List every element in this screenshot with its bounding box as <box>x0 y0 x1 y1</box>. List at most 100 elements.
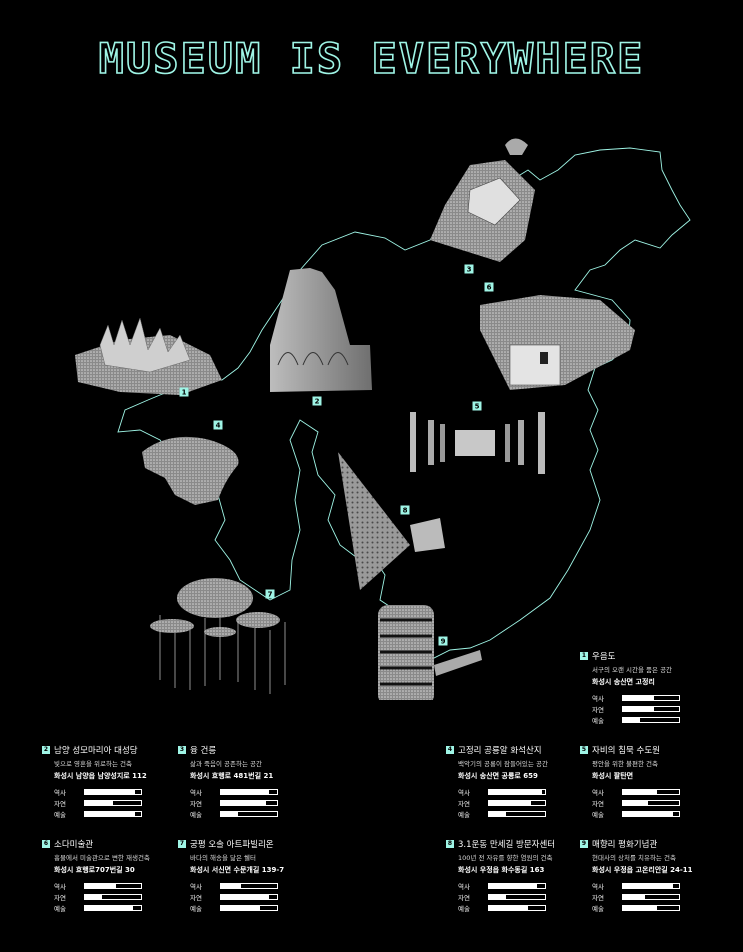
score-row: 역사 <box>592 692 730 703</box>
score-bar-fill <box>623 883 674 888</box>
score-row: 자연 <box>54 891 192 902</box>
place-number: 8 <box>446 840 454 848</box>
score-bar-fill <box>489 894 506 899</box>
score-bar <box>84 788 142 795</box>
map-marker-label: 2 <box>315 398 320 406</box>
score-label: 역사 <box>190 788 202 797</box>
map-marker-label: 9 <box>441 638 446 646</box>
place-description: 흉물에서 미술관으로 변한 재생건축 <box>54 854 150 862</box>
score-bar <box>84 904 142 911</box>
place-description: 100년 전 자유를 향한 염원의 건축 <box>458 854 553 862</box>
place-address: 화성시 우정읍 화수동길 163 <box>458 866 545 874</box>
map-marker-8: 8 <box>400 505 410 515</box>
score-bar <box>84 810 142 817</box>
score-row: 역사 <box>190 786 328 797</box>
score-bar-fill <box>623 800 649 805</box>
place-address: 화성시 남양읍 남양성지로 112 <box>54 772 147 780</box>
score-row: 자연 <box>190 797 328 808</box>
score-row: 역사 <box>458 880 596 891</box>
score-label: 역사 <box>592 788 604 797</box>
map-marker-6: 6 <box>484 282 494 292</box>
place-number: 4 <box>446 746 454 754</box>
map-marker-2: 2 <box>312 396 322 406</box>
score-row: 자연 <box>458 891 596 902</box>
score-bar <box>84 893 142 900</box>
ueumdo-model <box>75 317 222 395</box>
score-bar <box>488 893 546 900</box>
score-label: 자연 <box>592 705 604 714</box>
score-bar-fill <box>221 905 261 910</box>
score-row: 자연 <box>458 797 596 808</box>
score-row: 자연 <box>54 797 192 808</box>
score-label: 자연 <box>592 893 604 902</box>
score-bar <box>84 799 142 806</box>
map-marker-label: 4 <box>216 422 221 430</box>
score-bar <box>622 705 680 712</box>
map-marker-9: 9 <box>438 636 448 646</box>
score-bar <box>220 882 278 889</box>
score-label: 예술 <box>592 904 604 913</box>
score-bar-fill <box>85 800 113 805</box>
map-marker-5: 5 <box>472 401 482 411</box>
score-label: 역사 <box>190 882 202 891</box>
score-label: 역사 <box>458 788 470 797</box>
score-bar-fill <box>221 894 269 899</box>
score-label: 예술 <box>592 716 604 725</box>
map-marker-label: 6 <box>487 284 492 292</box>
score-label: 자연 <box>458 799 470 808</box>
score-bar-fill <box>489 905 529 910</box>
place-name: 소다미술관 <box>54 840 94 850</box>
score-bar-fill <box>85 811 136 816</box>
score-bar <box>622 904 680 911</box>
score-bar-fill <box>221 789 269 794</box>
score-label: 예술 <box>592 810 604 819</box>
score-bar <box>622 893 680 900</box>
place-address: 화성시 송산면 고정리 <box>592 678 655 686</box>
score-bar <box>220 799 278 806</box>
place-name: 우음도 <box>592 652 616 662</box>
score-bar <box>488 904 546 911</box>
score-row: 예술 <box>458 902 596 913</box>
map-marker-4: 4 <box>213 420 223 430</box>
place-description: 삶과 죽음이 공존하는 공간 <box>190 760 262 768</box>
place-address: 화성시 송산면 공룡로 659 <box>458 772 538 780</box>
place-number: 9 <box>580 840 588 848</box>
score-row: 예술 <box>458 808 596 819</box>
map-marker-3: 3 <box>464 264 474 274</box>
place-address: 화성시 서신면 수문개길 139-7 <box>190 866 285 874</box>
place-name: 남양 성모마리아 대성당 <box>54 746 138 756</box>
score-bar <box>488 788 546 795</box>
place-number: 3 <box>178 746 186 754</box>
map-marker-label: 1 <box>182 389 187 397</box>
score-bar-fill <box>85 894 102 899</box>
place-name: 융 건릉 <box>190 746 217 756</box>
map-marker-label: 8 <box>403 507 408 515</box>
place-address: 화성시 효행로707번길 30 <box>54 866 135 874</box>
score-bar <box>488 799 546 806</box>
place-number: 1 <box>580 652 588 660</box>
place-name: 궁평 오솔 아트파빌리온 <box>190 840 274 850</box>
place-number: 5 <box>580 746 588 754</box>
map-marker-1: 1 <box>179 387 189 397</box>
score-row: 예술 <box>54 902 192 913</box>
fossil-site-model <box>142 436 239 505</box>
place-description: 백악기의 공룡이 잠들어있는 공간 <box>458 760 548 768</box>
score-bar-fill <box>489 883 537 888</box>
score-bar <box>220 904 278 911</box>
score-bar <box>488 882 546 889</box>
score-bar-fill <box>221 811 238 816</box>
place-description: 서구의 오랜 시간을 품은 공간 <box>592 666 673 674</box>
place-name: 매향리 평화기념관 <box>592 840 658 850</box>
score-bar-fill <box>489 789 543 794</box>
score-row: 역사 <box>592 786 730 797</box>
score-label: 예술 <box>458 904 470 913</box>
score-bar-fill <box>623 894 646 899</box>
visitor-center-model <box>338 452 445 590</box>
